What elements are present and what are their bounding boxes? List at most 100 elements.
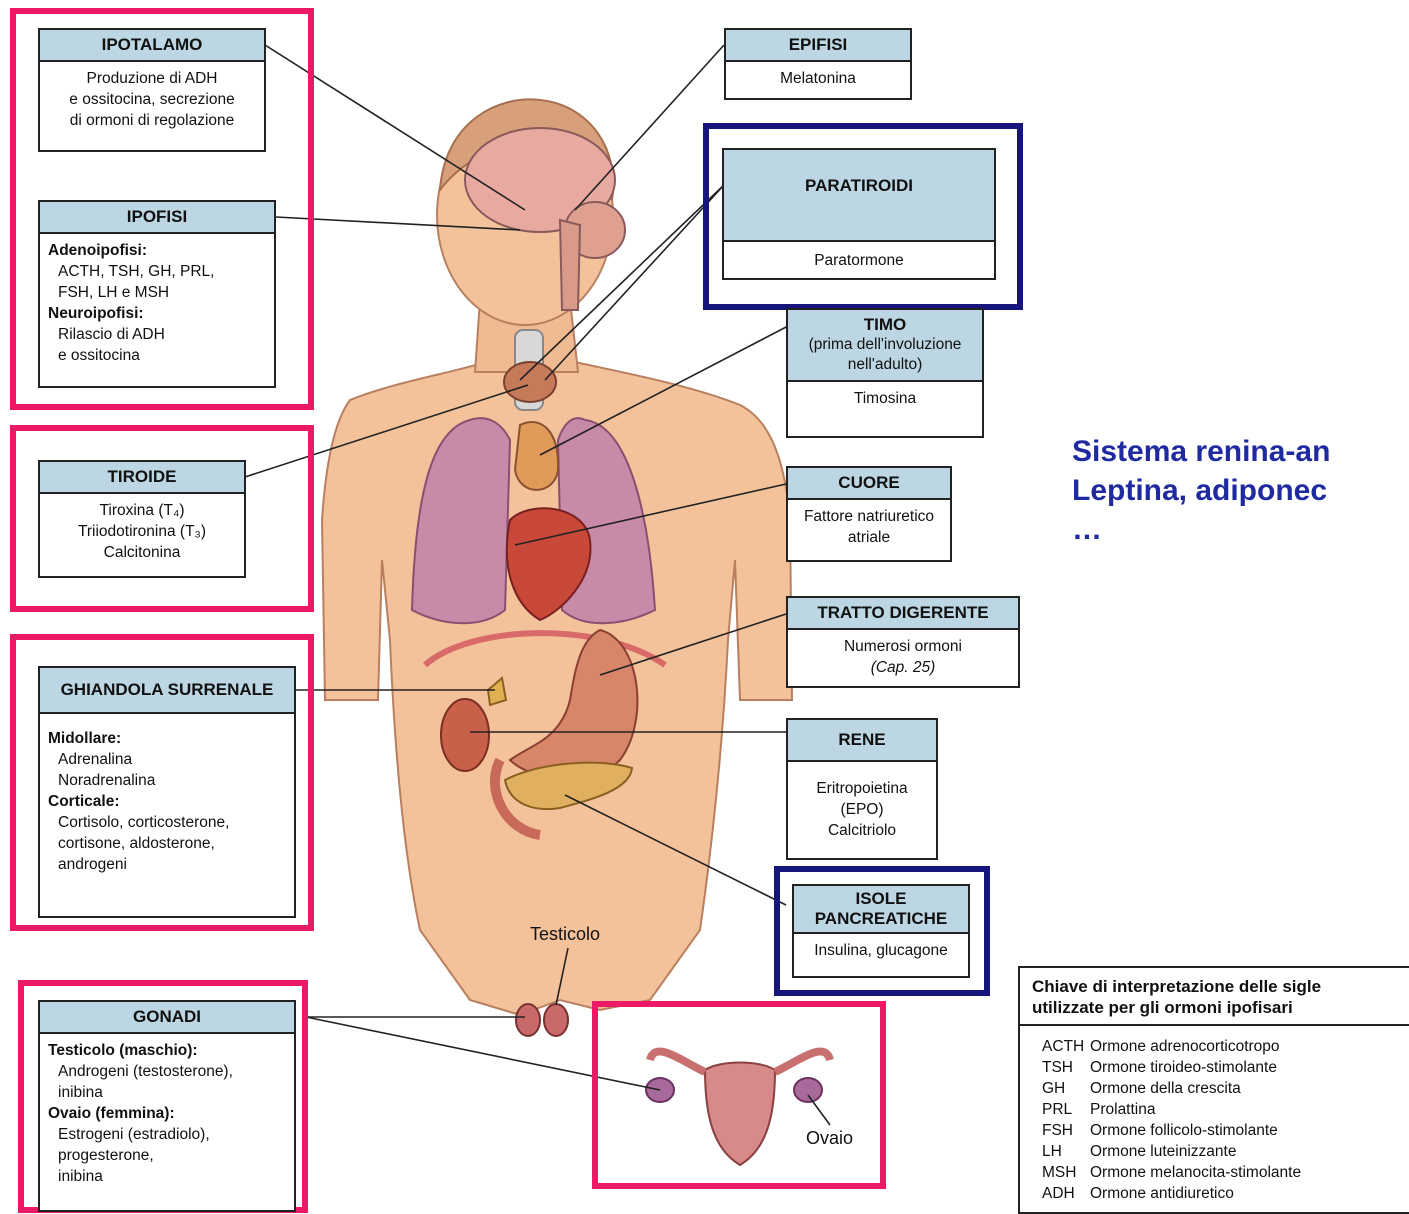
key-row: GHOrmone della crescita (1020, 1078, 1409, 1099)
epifisi-title: EPIFISI (726, 30, 910, 62)
neuroipofisi-line: Rilascio di ADH (48, 324, 266, 345)
ipofisi-title: IPOFISI (40, 202, 274, 234)
midollare-heading: Midollare: (48, 728, 286, 749)
corticale-line: cortisone, aldosterone, (48, 833, 286, 854)
key-desc: Ormone luteinizzante (1090, 1143, 1236, 1160)
kidney (441, 699, 489, 771)
thyroid (504, 362, 556, 402)
surrenale-title: GHIANDOLA SURRENALE (40, 668, 294, 714)
testis-left (516, 1004, 540, 1036)
body-silhouette (322, 330, 792, 1015)
key-abbr: LH (1042, 1141, 1090, 1162)
paratiroidi-line: Paratormone (732, 250, 986, 271)
box-ipofisi: IPOFISI Adenoipofisi: ACTH, TSH, GH, PRL… (38, 200, 276, 388)
side-note: Sistema renina-an Leptina, adiponec … (1072, 432, 1330, 549)
box-tiroide: TIROIDE Tiroxina (T₄) Triiodotironina (T… (38, 460, 246, 578)
digerente-line: Numerosi ormoni (796, 636, 1010, 657)
key-abbr: FSH (1042, 1120, 1090, 1141)
midollare-line: Noradrenalina (48, 770, 286, 791)
box-gonadi: GONADI Testicolo (maschio): Androgeni (t… (38, 1000, 296, 1212)
adenoipofisi-line: ACTH, TSH, GH, PRL, (48, 261, 266, 282)
tiroide-line: Calcitonina (48, 542, 236, 563)
key-title: Chiave di interpretazione delle sigle (1032, 976, 1406, 997)
abbreviation-key: Chiave di interpretazione delle sigle ut… (1018, 966, 1409, 1214)
timo-title: TIMO (792, 315, 978, 335)
digerente-title: TRATTO DIGERENTE (788, 598, 1018, 630)
ovaio-line: progesterone, (48, 1145, 286, 1166)
key-abbr: MSH (1042, 1162, 1090, 1183)
ipotalamo-line: Produzione di ADH (48, 68, 256, 89)
key-row: TSHOrmone tiroideo-stimolante (1020, 1057, 1409, 1078)
side-note-line: Sistema renina-an (1072, 432, 1330, 471)
testis-right (544, 1004, 568, 1036)
tiroide-line: Tiroxina (T₄) (48, 500, 236, 521)
rene-title: RENE (788, 720, 936, 762)
frame-ovaio (592, 1001, 886, 1189)
key-title: utilizzate per gli ormoni ipofisari (1032, 997, 1406, 1018)
cuore-title: CUORE (788, 468, 950, 500)
midollare-line: Adrenalina (48, 749, 286, 770)
timo-line: Timosina (796, 388, 974, 409)
neuroipofisi-line: e ossitocina (48, 345, 266, 366)
tiroide-line: Triiodotironina (T₃) (48, 521, 236, 542)
box-digerente: TRATTO DIGERENTE Numerosi ormoni (Cap. 2… (786, 596, 1020, 688)
ovaio-line: inibina (48, 1166, 286, 1187)
key-desc: Ormone melanocita-stimolante (1090, 1164, 1301, 1181)
isole-line: Insulina, glucagone (802, 940, 960, 961)
rene-line: Calcitriolo (796, 820, 928, 841)
testicolo-line: Androgeni (testosterone), (48, 1061, 286, 1082)
timo-subtitle: nell'adulto) (792, 355, 978, 375)
gonadi-title: GONADI (40, 1002, 294, 1034)
rene-line: Eritropoietina (796, 778, 928, 799)
key-abbr: ADH (1042, 1183, 1090, 1204)
key-abbr: PRL (1042, 1099, 1090, 1120)
cuore-line: atriale (796, 527, 942, 548)
box-isole: ISOLE PANCREATICHE Insulina, glucagone (792, 884, 970, 978)
ipotalamo-title: IPOTALAMO (40, 30, 264, 62)
corticale-line: Cortisolo, corticosterone, (48, 812, 286, 833)
isole-title: PANCREATICHE (798, 909, 964, 929)
cuore-line: Fattore natriuretico (796, 506, 942, 527)
testicolo-heading: Testicolo (maschio): (48, 1040, 286, 1061)
box-timo: TIMO (prima dell'involuzione nell'adulto… (786, 308, 984, 438)
adenoipofisi-heading: Adenoipofisi: (48, 240, 266, 261)
corticale-line: androgeni (48, 854, 286, 875)
testicolo-line: inibina (48, 1082, 286, 1103)
timo-subtitle: (prima dell'involuzione (792, 335, 978, 355)
rene-line: (EPO) (796, 799, 928, 820)
corticale-heading: Corticale: (48, 791, 286, 812)
key-desc: Ormone adrenocorticotropo (1090, 1038, 1280, 1055)
adenoipofisi-line: FSH, LH e MSH (48, 282, 266, 303)
ovaio-label: Ovaio (806, 1128, 853, 1149)
isole-title: ISOLE (798, 889, 964, 909)
paratiroidi-title: PARATIROIDI (724, 150, 994, 242)
digerente-note: (Cap. 25) (796, 657, 1010, 678)
ovaio-line: Estrogeni (estradiolo), (48, 1124, 286, 1145)
key-desc: Ormone follicolo-stimolante (1090, 1122, 1278, 1139)
ovaio-heading: Ovaio (femmina): (48, 1103, 286, 1124)
brainstem (560, 220, 580, 310)
key-desc: Ormone della crescita (1090, 1080, 1241, 1097)
epifisi-line: Melatonina (734, 68, 902, 89)
box-rene: RENE Eritropoietina (EPO) Calcitriolo (786, 718, 938, 860)
tiroide-title: TIROIDE (40, 462, 244, 494)
neuroipofisi-heading: Neuroipofisi: (48, 303, 266, 324)
box-ipotalamo: IPOTALAMO Produzione di ADH e ossitocina… (38, 28, 266, 152)
key-abbr: GH (1042, 1078, 1090, 1099)
ipotalamo-line: e ossitocina, secrezione (48, 89, 256, 110)
key-abbr: TSH (1042, 1057, 1090, 1078)
box-surrenale: GHIANDOLA SURRENALE Midollare: Adrenalin… (38, 666, 296, 918)
box-epifisi: EPIFISI Melatonina (724, 28, 912, 100)
ipotalamo-line: di ormoni di regolazione (48, 110, 256, 131)
key-desc: Prolattina (1090, 1101, 1155, 1118)
key-abbr: ACTH (1042, 1036, 1090, 1057)
side-note-line: Leptina, adiponec (1072, 471, 1330, 510)
key-desc: Ormone tiroideo-stimolante (1090, 1059, 1277, 1076)
